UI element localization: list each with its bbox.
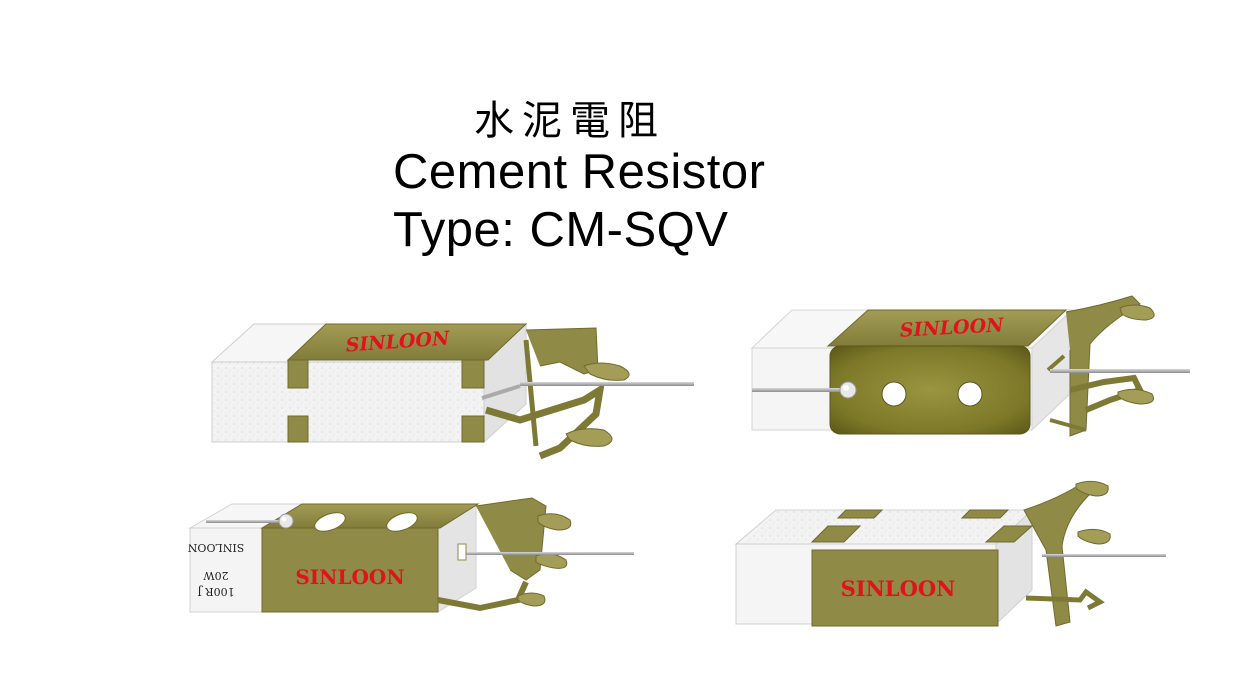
title-chinese: 水泥電阻: [474, 98, 666, 144]
resistor-illustration-4: SINLOON: [734, 480, 1166, 627]
brand-label: SINLOON: [899, 314, 1004, 341]
brand-label: SINLOON: [841, 576, 956, 601]
resistor-illustration-2: SINLOON: [750, 295, 1190, 437]
product-illustrations: SINLOON SINLOON: [187, 295, 1190, 627]
marking-line-1: 100R J: [197, 585, 234, 598]
marking-line-3: SINLOON: [187, 541, 244, 554]
resistor-illustration-3: 100R J 20W SINLOON SINLOON: [187, 497, 634, 613]
title-english: Cement Resistor: [393, 145, 766, 199]
brand-label: SINLOON: [295, 565, 404, 589]
marking-line-2: 20W: [203, 569, 229, 582]
title-block: 水泥電阻 Cement Resistor Type: CM-SQV: [0, 0, 1240, 270]
type-label: Type: CM-SQV: [393, 203, 729, 257]
resistor-marking: 100R J 20W SINLOON: [187, 541, 244, 598]
resistor-illustration-1: SINLOON: [210, 322, 694, 460]
